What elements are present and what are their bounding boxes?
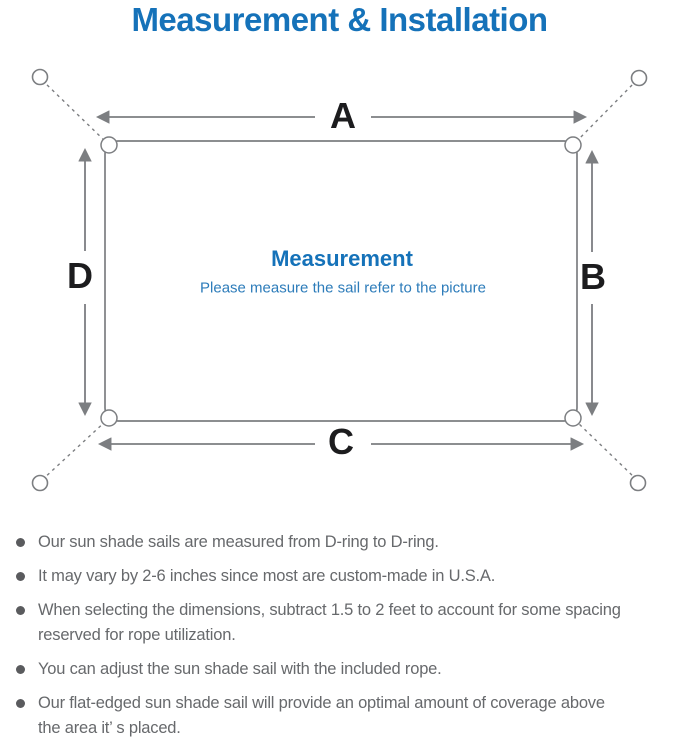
list-item-line: Our flat-edged sun shade sail will provi… (38, 694, 605, 712)
dimension-label-b: B (580, 256, 606, 297)
d-ring-icon (100, 136, 582, 427)
list-item-text: Our flat-edged sun shade sail will provi… (38, 691, 677, 739)
bullet-icon (16, 538, 25, 547)
bullet-icon (16, 699, 25, 708)
measurement-diagram: A B C D Measurement Please measure the s… (31, 68, 648, 492)
bullet-icon (16, 665, 25, 674)
measurement-heading: Measurement (271, 246, 413, 271)
dimension-label-a: A (330, 95, 356, 136)
page-title: Measurement & Installation (131, 1, 548, 38)
dimension-label-d: D (67, 255, 93, 296)
instruction-list: Our sun shade sails are measured from D-… (14, 530, 677, 739)
list-item-line: reserved for rope utilization. (38, 626, 236, 644)
bullet-icon (16, 572, 25, 581)
list-item: It may vary by 2-6 inches since most are… (14, 564, 677, 589)
bullet-icon (16, 606, 25, 615)
list-item: When selecting the dimensions, subtract … (14, 598, 677, 648)
dimension-label-c: C (328, 421, 354, 462)
list-item: Our sun shade sails are measured from D-… (14, 530, 677, 555)
list-item-text: It may vary by 2-6 inches since most are… (38, 564, 677, 589)
list-item-text: Our sun shade sails are measured from D-… (38, 530, 677, 555)
list-item: You can adjust the sun shade sail with t… (14, 657, 677, 682)
rope-dashed-lines (41, 79, 638, 481)
list-item-line: Our sun shade sails are measured from D-… (38, 533, 439, 551)
list-item-line: the area it’ s placed. (38, 719, 181, 737)
list-item: Our flat-edged sun shade sail will provi… (14, 691, 677, 739)
list-item-line: When selecting the dimensions, subtract … (38, 601, 621, 619)
list-item-text: You can adjust the sun shade sail with t… (38, 657, 677, 682)
anchor-ring-icon (31, 68, 648, 492)
list-item-text: When selecting the dimensions, subtract … (38, 598, 677, 648)
list-item-line: It may vary by 2-6 inches since most are… (38, 567, 496, 585)
diagram-canvas (31, 68, 648, 492)
sail-rect (104, 140, 578, 422)
list-item-line: You can adjust the sun shade sail with t… (38, 660, 442, 678)
measurement-subtitle: Please measure the sail refer to the pic… (200, 279, 486, 297)
